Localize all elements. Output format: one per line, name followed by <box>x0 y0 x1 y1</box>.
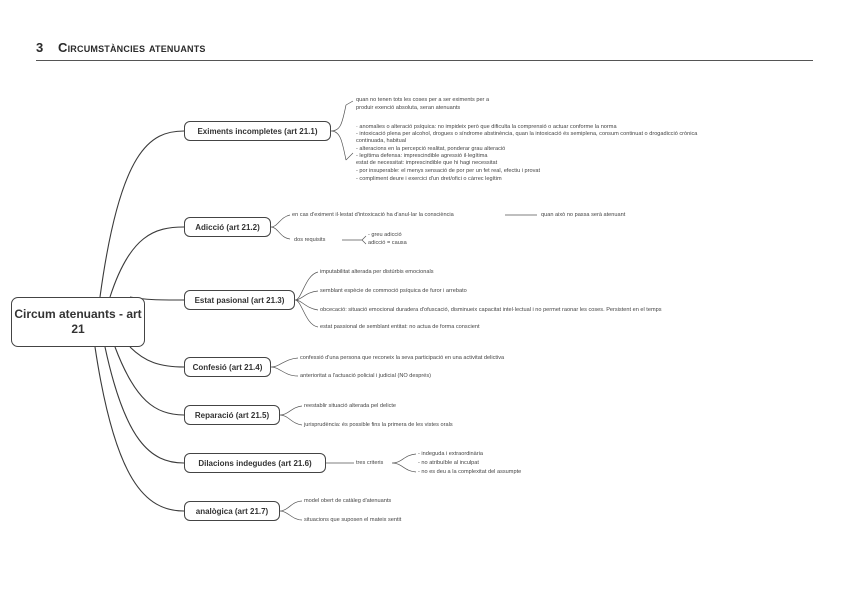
note-text: quan no tenen tots les coses per a ser e… <box>356 97 490 103</box>
note-text: continuada, habitual <box>356 138 407 144</box>
connector-root-analogica <box>94 346 185 512</box>
note-text: estat de necessitat: imprescindible que … <box>356 160 498 166</box>
section-title: Circumstàncies atenuants <box>58 40 206 55</box>
connector-reparacio-notes <box>279 405 303 426</box>
note-text: - greu adicció <box>368 232 402 238</box>
connector-adiccio-notes <box>270 214 291 240</box>
branch-confesio[interactable]: Confesió (art 21.4) <box>184 357 271 377</box>
note-text: semblant espècie de commoció psíquica de… <box>320 288 467 294</box>
connector-root-dilacions <box>104 346 185 464</box>
connector-root-eximents <box>99 130 185 298</box>
note-text: - intoxicació plena per alcohol, drogues… <box>356 131 698 137</box>
note-text: anterioritat a l'actuació policial i jud… <box>300 373 432 379</box>
connector-criteris-notes <box>391 453 417 473</box>
note-text: quan això no passa serà atenuant <box>541 212 626 218</box>
connector-eximents-notes <box>330 100 354 161</box>
connector-root-adiccio <box>109 226 185 298</box>
branch-estat-pasional[interactable]: Estat pasional (art 21.3) <box>184 290 295 310</box>
connector-confesio-notes <box>270 357 299 377</box>
note-text: imputabilitat alterada per distúrbis emo… <box>320 269 434 275</box>
connector-root-confesio <box>129 346 185 368</box>
note-text: dos requisits <box>294 237 326 243</box>
note-text: en cas d'eximent il·lestat d'intoxicació… <box>292 212 454 218</box>
note-text: obcecació: situació emocional duradera d… <box>320 307 662 313</box>
note-text: model obert de catàleg d'atenuants <box>304 498 392 504</box>
note-text: - por insuperable: el menys sensació de … <box>356 168 541 174</box>
branch-analogica[interactable]: analògica (art 21.7) <box>184 501 280 521</box>
note-text: - alteracions en la percepció realitat, … <box>356 146 506 152</box>
note-text: jurisprudència: és possible fins la prim… <box>304 422 453 428</box>
connector-root-reparacio <box>114 346 185 416</box>
connector-estat-notes <box>294 271 319 328</box>
note-text: - compliment deure i exercici d'un dret/… <box>356 176 502 182</box>
note-text: · anomalies o alteració psíquica: no imp… <box>356 124 617 130</box>
header-divider <box>36 60 813 61</box>
note-text: reestablir situació alterada pel delicte <box>304 403 397 409</box>
note-text: - indeguda i extraordinària <box>418 451 483 457</box>
note-text: situacions que suposen el mateix sentit <box>304 517 402 523</box>
branch-adiccio[interactable]: Adicció (art 21.2) <box>184 217 271 237</box>
note-text: - no es deu a la complexitat del assumpt… <box>418 469 522 475</box>
branch-reparacio[interactable]: Reparació (art 21.5) <box>184 405 280 425</box>
branch-eximents-incompletes[interactable]: Eximents incompletes (art 21.1) <box>184 121 331 141</box>
connector-analogica-notes <box>279 500 303 521</box>
note-text: adicció = causa <box>368 240 407 246</box>
note-text: estat passional de semblant entitat: no … <box>320 324 480 330</box>
branch-dilacions-indegudes[interactable]: Dilacions indegudes (art 21.6) <box>184 453 326 473</box>
section-number: 3 <box>36 40 44 55</box>
note-text: produir exenció absoluta, seran atenuant… <box>356 105 461 111</box>
note-text: - legítima defensa: imprescindible agres… <box>356 153 488 159</box>
root-node[interactable]: Circum atenuants - art 21 <box>11 297 145 347</box>
note-text: confessió d'una persona que reconeix la … <box>300 355 505 361</box>
connector-adiccio-requisits <box>342 235 367 245</box>
note-text: - no atribuïble al inculpat <box>418 460 479 466</box>
note-text: tres criteris <box>356 460 384 466</box>
